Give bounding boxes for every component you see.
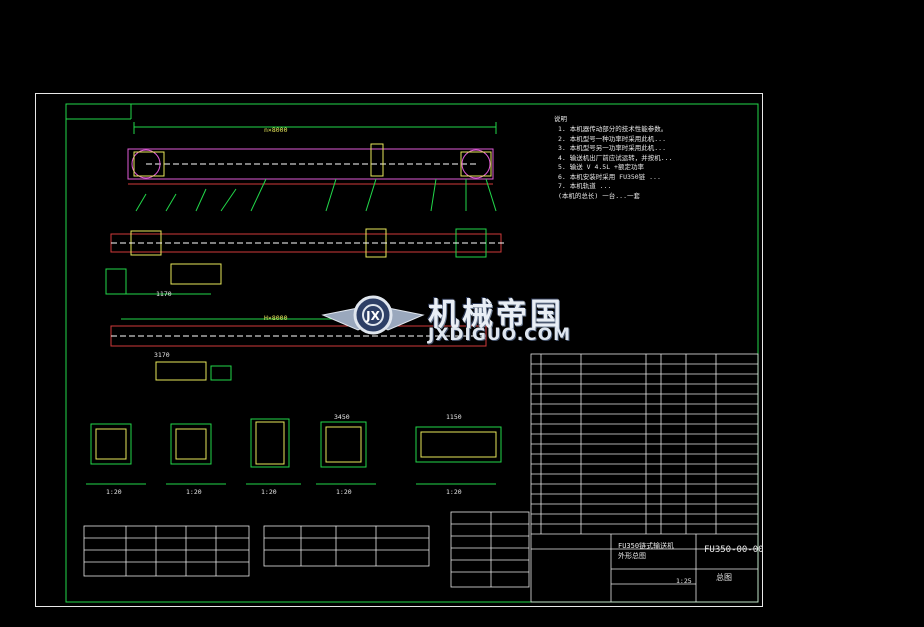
dimension-label: 3170 (154, 351, 170, 359)
parts-list (530, 353, 759, 603)
cad-drawing (65, 103, 759, 603)
section-scale-label: 1:20 (186, 488, 202, 496)
drawing-scale: 1:25 (676, 577, 692, 585)
plan-view-1 (105, 228, 506, 295)
dimension-label: 1150 (446, 413, 462, 421)
section-views (86, 418, 502, 485)
note-line: 6. 本机安装时采用 FU350链 ... (558, 172, 661, 181)
dimension-label: H×8000 (264, 314, 288, 322)
note-line: 1. 本机器传动部分的技术性能参数。 (558, 125, 668, 133)
note-line: 4. 输送机出厂前应试运转，并按机... (558, 153, 673, 162)
bottom-tables (83, 511, 530, 588)
note-line: 3. 本机型号另一功率时采用此机... (558, 144, 666, 152)
top-elevation-view (127, 122, 497, 212)
dimension-label: 1170 (156, 290, 172, 298)
note-line: 7. 本机轨道 ... (558, 182, 612, 190)
watermark-cn: 机械帝国 (428, 297, 564, 333)
plan-view-2 (110, 318, 491, 381)
section-scale-label: 1:20 (336, 488, 352, 496)
section-scale-label: 1:20 (261, 488, 277, 496)
note-line: 5. 输送 V 4.5L +额定功率 (558, 163, 644, 171)
drawing-sheet: FU350-00-00 FU350链式输送机 外形总图 总图 1:25 说明 1… (35, 93, 764, 607)
dimension-label: n×8000 (264, 126, 288, 134)
watermark-en: JXDIGUO.COM (428, 325, 572, 345)
inner-frame (65, 103, 759, 603)
drawing-total-label: 总图 (716, 573, 732, 582)
winged-gear-icon: JX (321, 295, 425, 335)
drawing-number: FU350-00-00 (704, 545, 764, 555)
dimension-label: 3450 (334, 413, 350, 421)
svg-text:JX: JX (365, 309, 380, 323)
note-line: (本机的总长) 一台...一套 (558, 191, 640, 200)
notes-heading: 说明 (554, 115, 567, 123)
section-scale-label: 1:20 (106, 488, 122, 496)
watermark-logo: JX 机械帝国 JXDIGUO.COM (318, 285, 618, 355)
drawing-name: FU350链式输送机 外形总图 (618, 542, 675, 560)
note-line: 2. 本机型号一种功率时采用此机... (558, 134, 666, 143)
notes-list: 1. 本机器传动部分的技术性能参数。 2. 本机型号一种功率时采用此机... 3… (558, 126, 672, 199)
section-scale-label: 1:20 (446, 488, 462, 496)
